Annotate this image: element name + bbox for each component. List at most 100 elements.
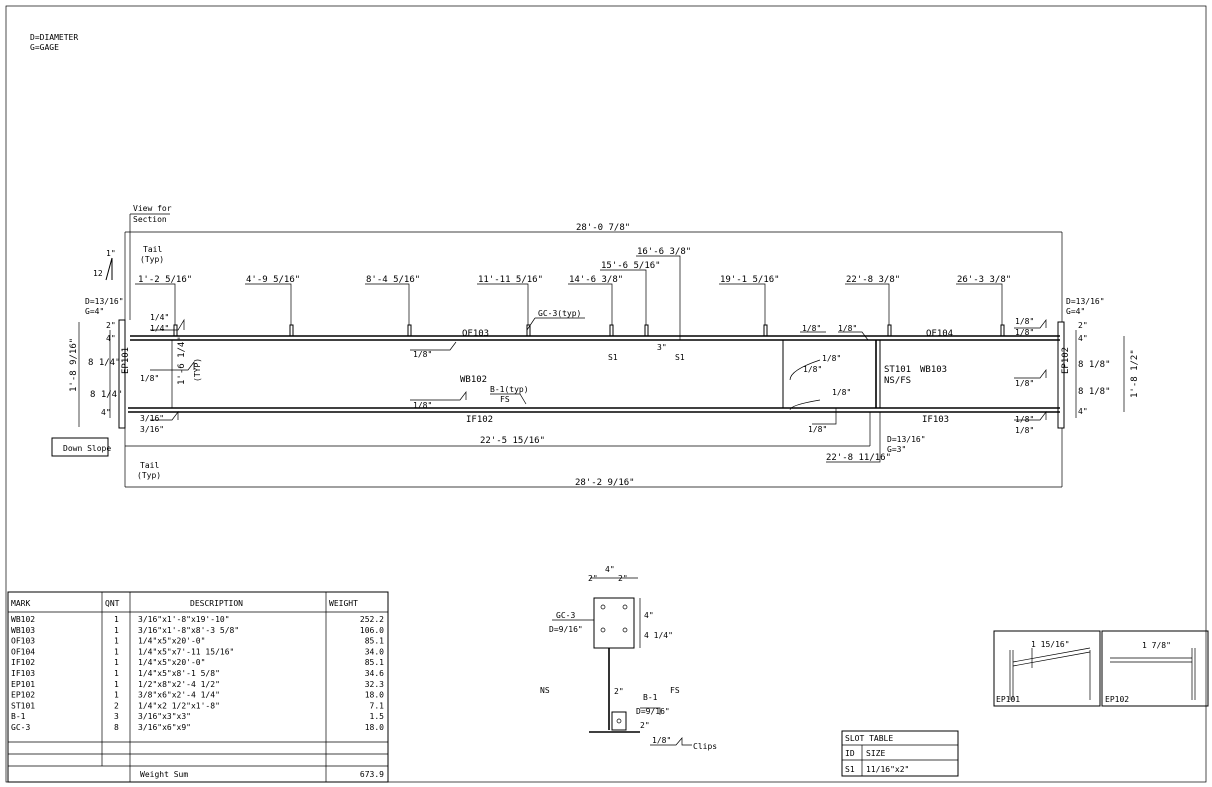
bom-header-mark: MARK <box>11 599 30 608</box>
hole-right: D=13/16" <box>1066 297 1105 306</box>
mark-gc3: GC-3(typ) <box>538 309 581 318</box>
inset-ep102: 1 7/8" EP102 <box>1101 630 1209 707</box>
dim-1: 1'-2 5/16" <box>138 275 192 285</box>
bom-cell: OF103 <box>11 637 35 646</box>
tail-label: Tail <box>143 245 162 254</box>
view-for-label: View for <box>133 204 172 213</box>
detail-ns: NS <box>540 686 550 695</box>
weld-splice-5: 1/8" <box>832 388 851 397</box>
bom-cell: OF104 <box>11 647 35 656</box>
dim-right-b: 8 1/8" <box>1078 387 1111 397</box>
typ-weld: (TYP) <box>193 358 202 382</box>
slot-table-title: SLOT TABLE <box>845 734 893 743</box>
dim-four-right-bottom: 4" <box>1078 407 1088 416</box>
bom-cell: 3 <box>114 712 119 721</box>
mark-if103: IF103 <box>922 415 949 425</box>
dim-two-right: 2" <box>1078 321 1088 330</box>
dim-bottom-1: 22'-5 15/16" <box>480 436 545 446</box>
dim-two-left: 2" <box>106 321 116 330</box>
slot-header-id: ID <box>845 749 855 758</box>
section-label: Section <box>133 215 167 224</box>
weld-splice-3: 1/8" <box>822 354 841 363</box>
ep102-mark: EP102 <box>1061 347 1071 374</box>
tail-label-bottom: Tail <box>140 461 159 470</box>
dim-overall-top: 28'-0 7/8" <box>576 223 630 233</box>
bom-cell: WB103 <box>11 626 35 635</box>
bom-cell: 3/16"x1'-8"x8'-3 5/8" <box>138 626 239 635</box>
bom-cell: 252.2 <box>360 615 384 624</box>
weld-right-4: 1/8" <box>1015 415 1034 424</box>
bom-cell: 18.0 <box>365 691 384 700</box>
mark-b1: B-1(typ) <box>490 385 529 394</box>
bom-cell: 2 <box>114 701 119 710</box>
bom-cell: 1/4"x5"x20'-0" <box>138 658 205 667</box>
slope-rise: 1" <box>106 249 116 258</box>
end-plate-ep102 <box>1057 321 1065 429</box>
bom-cell: IF102 <box>11 658 35 667</box>
mark-nsfs: NS/FS <box>884 376 911 386</box>
inset-dim-1: 1 15/16" <box>1031 640 1070 649</box>
dim-8: 19'-1 5/16" <box>720 275 780 285</box>
dim-5: 14'-6 3/8" <box>569 275 623 285</box>
mark-if102: IF102 <box>466 415 493 425</box>
mark-of104: OF104 <box>926 329 953 339</box>
mark-s1-a: S1 <box>608 353 618 362</box>
hole-left: D=13/16" <box>85 297 124 306</box>
slot-table: SLOT TABLE ID SIZE S1 11/16"x2" <box>841 730 959 777</box>
down-slope-label: Down Slope <box>63 444 111 453</box>
weld-right-2: 1/8" <box>1015 328 1034 337</box>
bom-cell: 1/4"x2 1/2"x1'-8" <box>138 701 220 710</box>
dim-left-a: 8 1/4" <box>88 358 121 368</box>
dim-bottom-2: 22'-8 11/16" <box>826 453 891 463</box>
detail-fs: FS <box>670 686 680 695</box>
hole-left-gage: G=4" <box>85 307 104 316</box>
bom-cell: 85.1 <box>365 658 384 667</box>
weld-bottom-2: 3/16" <box>140 425 164 434</box>
bom-cell: 32.3 <box>365 680 384 689</box>
slot-row-size: 11/16"x2" <box>866 765 909 774</box>
bom-cell: 1 <box>114 669 119 678</box>
bom-cell: GC-3 <box>11 723 30 732</box>
mark-s1-b: S1 <box>675 353 685 362</box>
dim-3: 8'-4 5/16" <box>366 275 420 285</box>
bom-cell: 1 <box>114 680 119 689</box>
inset-label-ep102: EP102 <box>1105 695 1129 704</box>
bom-cell: 3/16"x3"x3" <box>138 712 191 721</box>
bom-cell: 1.5 <box>370 712 385 721</box>
bom-cell: WB102 <box>11 615 35 624</box>
detail-hole: D=9/16" <box>549 625 583 634</box>
mark-st101: ST101 <box>884 365 911 375</box>
hole-lower-gage: G=3" <box>887 445 906 454</box>
weld-right-5: 1/8" <box>1015 426 1034 435</box>
detail-gc3: GC-3 <box>556 611 575 620</box>
hole-lower: D=13/16" <box>887 435 926 444</box>
mark-wb102: WB102 <box>460 375 487 385</box>
detail-dim-two-right: 2" <box>618 574 628 583</box>
weld-right-1: 1/8" <box>1015 317 1034 326</box>
bom-cell: 3/16"x1'-8"x19'-10" <box>138 615 230 624</box>
slope-run: 12 <box>93 269 103 278</box>
dim-2: 4'-9 5/16" <box>246 275 300 285</box>
dim-right-height: 1'-8 1/2" <box>1130 349 1140 398</box>
bom-sum-value: 673.9 <box>360 770 384 779</box>
detail-dim-four-quarter: 4 1/4" <box>644 631 673 640</box>
bom-cell: 3/8"x6"x2'-4 1/4" <box>138 691 220 700</box>
detail-clips: Clips <box>693 742 717 751</box>
weld-splice-4: 1/8" <box>803 365 822 374</box>
end-plate-ep101 <box>118 319 126 429</box>
dim-four-right: 4" <box>1078 334 1088 343</box>
bom-cell: 1 <box>114 637 119 646</box>
weld-web-bottom: 1/8" <box>413 401 432 410</box>
detail-dim-two-b: 2" <box>614 687 624 696</box>
bom-cell: EP101 <box>11 680 35 689</box>
dim-4: 11'-11 5/16" <box>478 275 543 285</box>
bom-cell: 1/2"x8"x2'-4 1/2" <box>138 680 220 689</box>
bom-cell: 7.1 <box>370 701 385 710</box>
bom-cell: 106.0 <box>360 626 384 635</box>
dim-overall-bottom: 28'-2 9/16" <box>575 478 635 488</box>
typ-label-bottom: (Typ) <box>137 471 161 480</box>
bom-cell: 1 <box>114 691 119 700</box>
mark-of103: OF103 <box>462 329 489 339</box>
